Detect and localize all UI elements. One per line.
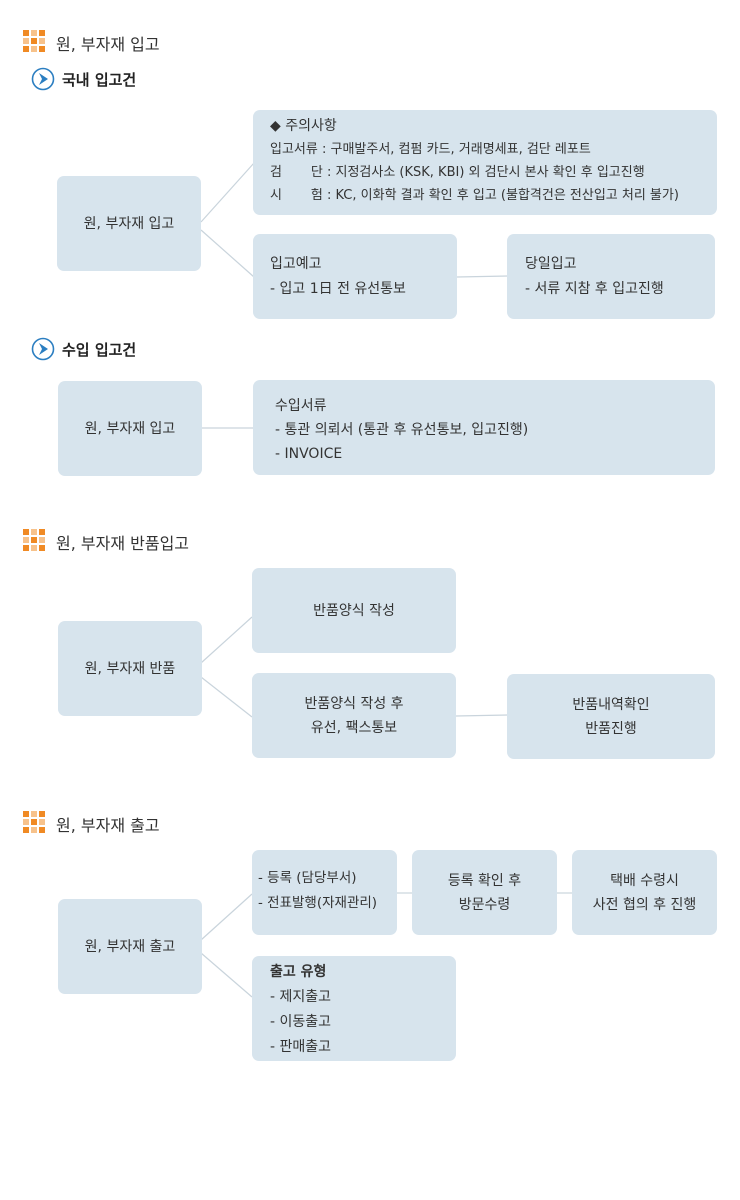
notice-line-docs: 입고서류 : 구매발주서, 컴펌 카드, 거래명세표, 검단 레포트 — [270, 142, 591, 157]
outbound-types-box: 출고 유형 - 제지출고 - 이동출고 - 판매출고 — [252, 956, 456, 1061]
orange-checker-icon — [23, 30, 45, 52]
sameday-box: 당일입고 - 서류 지참 후 입고진행 — [507, 234, 715, 319]
returns-root-box: 원, 부자재 반품 — [58, 621, 202, 716]
subsection-icon — [31, 337, 55, 365]
section-icon-orange-checker-icon — [23, 30, 45, 56]
return-form-box: 반품양식 작성 — [252, 568, 456, 653]
return-after-box: 반품양식 작성 후 유선, 팩스통보 — [252, 673, 456, 758]
box-label: 반품양식 작성 — [313, 602, 395, 619]
types-item: - 판매출고 — [270, 1039, 332, 1055]
notice-box: ◆ 주의사항 입고서류 : 구매발주서, 컴펌 카드, 거래명세표, 검단 레포… — [253, 110, 717, 215]
outbound-root-box: 원, 부자재 출고 — [58, 899, 202, 994]
advance-title: 입고예고 — [270, 256, 322, 272]
box-label: 택배 수령시 — [610, 872, 679, 889]
orange-checker-icon — [23, 811, 45, 833]
register-item: - 등록 (담당부서) — [258, 870, 357, 886]
import-docs-box: 수입서류 - 통관 의뢰서 (통관 후 유선통보, 입고진행) - INVOIC… — [253, 380, 715, 475]
section-title-inbound: 원, 부자재 입고 — [56, 35, 160, 54]
section-icon-orange-checker-icon — [23, 529, 45, 555]
register-item: - 전표발행(자재관리) — [258, 895, 378, 911]
delivery-box: 택배 수령시 사전 협의 후 진행 — [572, 850, 717, 935]
box-label: 원, 부자재 반품 — [84, 660, 176, 677]
subsection-title-domestic: 국내 입고건 — [62, 71, 137, 89]
connector-line — [200, 616, 253, 664]
section-title-returns: 원, 부자재 반품입고 — [56, 534, 190, 553]
section-title-outbound: 원, 부자재 출고 — [56, 816, 160, 835]
box-label: 반품내역확인 — [572, 696, 650, 713]
advance-detail: - 입고 1日 전 유선통보 — [270, 281, 406, 297]
blue-arrow-circle-icon — [31, 337, 55, 361]
import-docs-item: - INVOICE — [275, 446, 343, 462]
types-item: - 이동출고 — [270, 1014, 332, 1030]
import-docs-title: 수입서류 — [275, 398, 327, 414]
box-label: 원, 부자재 입고 — [84, 420, 176, 437]
orange-checker-icon — [23, 529, 45, 551]
types-item: - 제지출고 — [270, 989, 332, 1005]
advance-notice-box: 입고예고 - 입고 1日 전 유선통보 — [253, 234, 457, 319]
box-label: 반품양식 작성 후 — [304, 695, 404, 712]
box-label: 등록 확인 후 — [447, 872, 522, 889]
register-box: - 등록 (담당부서) - 전표발행(자재관리) — [252, 850, 397, 935]
connector-line — [200, 229, 255, 278]
box-label: 방문수령 — [458, 896, 511, 913]
sameday-detail: - 서류 지참 후 입고진행 — [525, 281, 664, 297]
subsection-title-import: 수입 입고건 — [62, 341, 137, 359]
connector-line — [456, 275, 509, 278]
subsection-icon — [31, 67, 55, 95]
box-label: 유선, 팩스통보 — [310, 719, 398, 736]
connector-line — [455, 714, 509, 717]
blue-arrow-circle-icon — [31, 67, 55, 91]
return-check-box: 반품내역확인 반품진행 — [507, 674, 715, 759]
box-label: 반품진행 — [585, 720, 637, 737]
notice-title: ◆ 주의사항 — [270, 118, 337, 134]
types-title: 출고 유형 — [270, 964, 327, 980]
notice-line-inspection: 검 단 : 지정검사소 (KSK, KBI) 외 검단시 본사 확인 후 입고진… — [270, 165, 645, 180]
box-label: 사전 협의 후 진행 — [592, 896, 697, 913]
connector-line — [200, 952, 253, 998]
connector-line — [200, 676, 253, 718]
visit-box: 등록 확인 후 방문수령 — [412, 850, 557, 935]
import-docs-item: - 통관 의뢰서 (통관 후 유선통보, 입고진행) — [275, 422, 529, 438]
sameday-title: 당일입고 — [525, 256, 577, 272]
import-root-box: 원, 부자재 입고 — [58, 381, 202, 476]
connector-line — [200, 162, 255, 223]
box-label: 원, 부자재 출고 — [84, 938, 176, 955]
notice-line-test: 시 험 : KC, 이화학 결과 확인 후 입고 (불합격건은 전산입고 처리 … — [270, 188, 679, 203]
section-icon-orange-checker-icon — [23, 811, 45, 837]
box-label: 원, 부자재 입고 — [83, 215, 175, 232]
domestic-root-box: 원, 부자재 입고 — [57, 176, 201, 271]
connector-line — [200, 893, 253, 941]
